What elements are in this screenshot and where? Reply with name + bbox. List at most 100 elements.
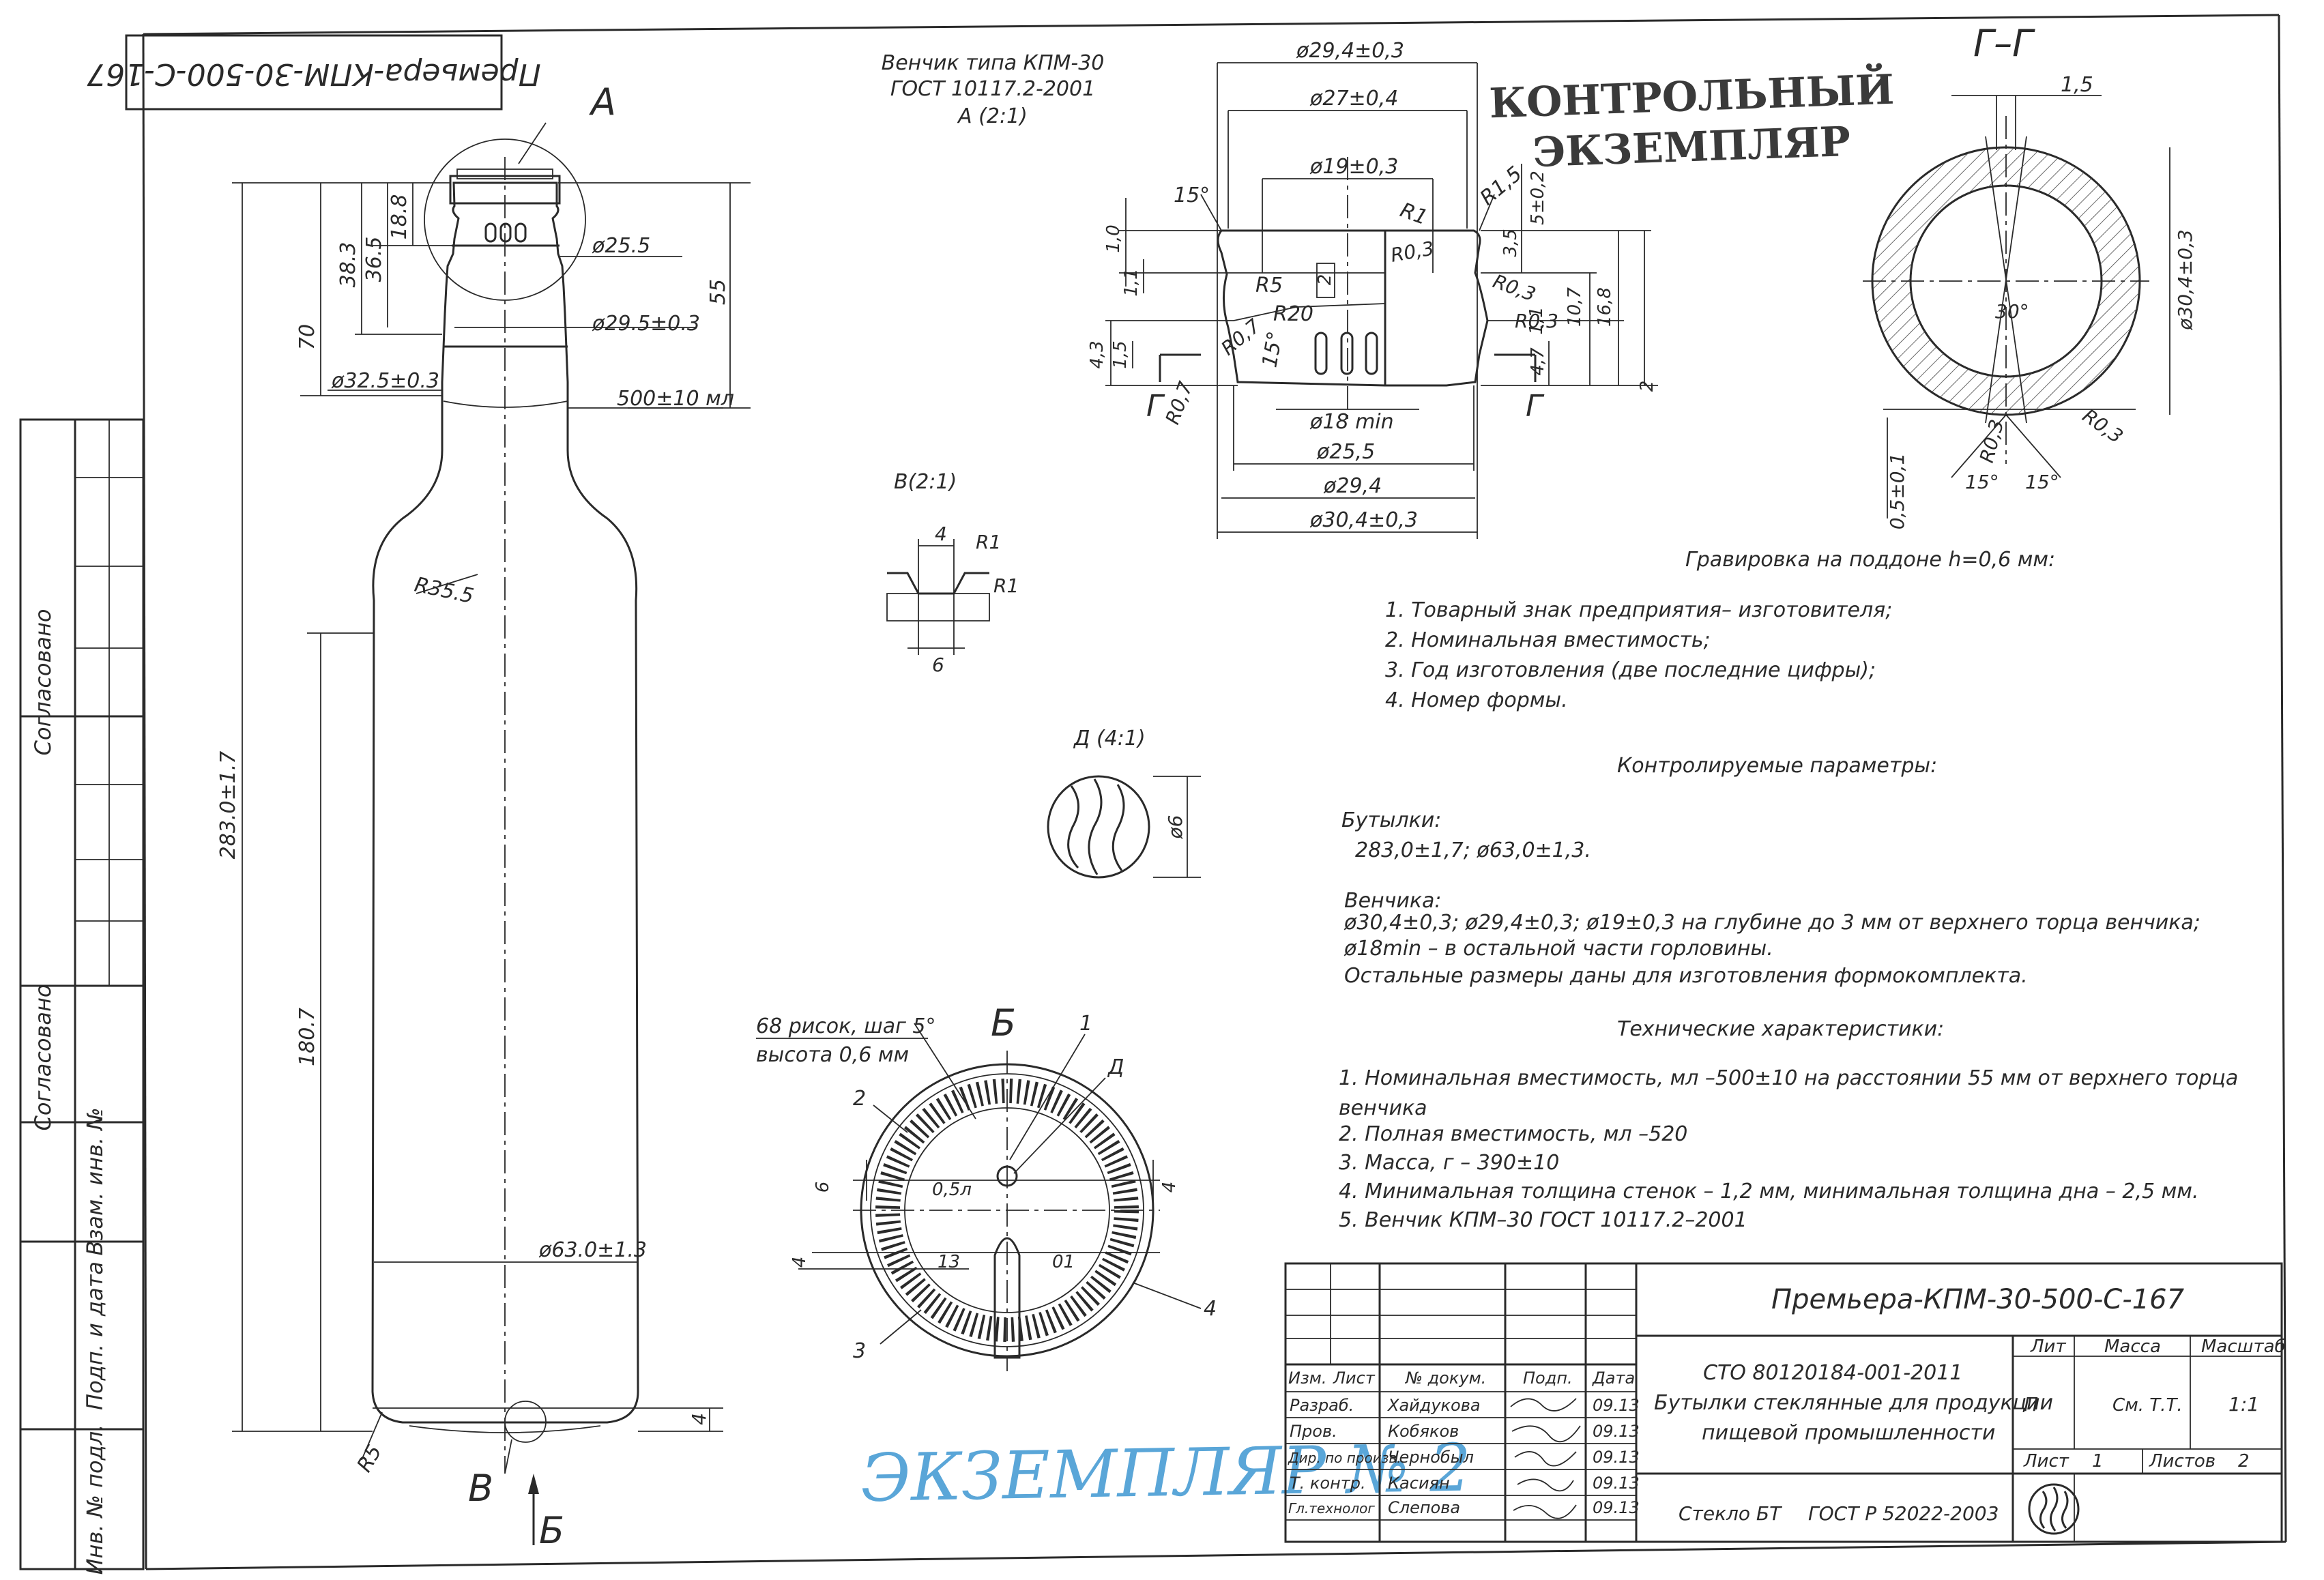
finish-h2b: 2	[1637, 381, 1657, 392]
finish-d27: ø27±0,4	[1309, 87, 1398, 111]
tb-head-izm: Изм.	[1288, 1369, 1326, 1388]
dim-r-base: R5	[353, 1441, 387, 1476]
finish-d18: ø18 min	[1309, 410, 1394, 434]
tb-name-3: Чернобыл	[1388, 1448, 1474, 1467]
inv-vzam-label: Взам. инв. №	[82, 1107, 108, 1255]
tb-product-1: Бутылки стеклянные для продукции	[1654, 1391, 2053, 1415]
dim-h-55: 55	[706, 279, 730, 305]
detail-d: Д (4:1) ø6	[1047, 727, 1201, 879]
base-callout-2: 2	[853, 1087, 866, 1111]
dim-h-body: 180.7	[295, 1008, 319, 1066]
g-w15: 1,5	[2061, 73, 2093, 97]
base-n01: 01	[1052, 1252, 1075, 1272]
detail-a-label: А	[589, 81, 616, 123]
tb-name-5: Слепова	[1388, 1498, 1460, 1517]
tb-head-podp: Подп.	[1523, 1369, 1573, 1388]
bottles-label: Бутылки:	[1341, 808, 1441, 832]
company-logo	[2028, 1483, 2080, 1535]
tb-designation: Премьера-КПМ-30-500-С-167	[1771, 1284, 2185, 1315]
tb-mass-label: Масса	[2104, 1336, 2161, 1357]
finish-r1-5: R1,5	[1476, 162, 1527, 210]
tb-product-2: пищевой промышленности	[1702, 1421, 1995, 1445]
inv-podl-label: Инв. № подл.	[82, 1424, 108, 1575]
finish-h2a: 2	[1315, 274, 1335, 286]
finish-d304: ø30,4±0,3	[1309, 508, 1418, 532]
finish-h107: 10,7	[1565, 287, 1585, 327]
tb-gost: ГОСТ Р 52022-2003	[1808, 1502, 1999, 1525]
bottle-view	[232, 122, 751, 1545]
dim-h-70: 70	[295, 324, 319, 350]
finish-d19: ø19±0,3	[1309, 155, 1398, 179]
engraving-1: 1. Товарный знак предприятия– изготовите…	[1385, 598, 1892, 622]
title-block: Изм. Лист № докум. Подп. Дата Разраб. Ха…	[1284, 1262, 2286, 1543]
g-h05: 0,5±0,1	[1886, 453, 1908, 530]
tb-date-4: 09.13	[1593, 1474, 1640, 1493]
base-callout-d: Д	[1107, 1055, 1124, 1079]
finish-title-1: Венчик типа КПМ-30	[882, 51, 1105, 75]
finish-r5: R5	[1255, 274, 1283, 297]
finish-h15: 1,5	[1110, 340, 1131, 368]
base-view: Б 68 рисок, шаг 5° высота 0,6 мм 1 2 3 4…	[756, 1001, 1217, 1371]
finish-d255: ø25,5	[1316, 440, 1375, 464]
base-h05: 0,5л	[932, 1180, 972, 1200]
tech-title: Технические характеристики:	[1617, 1017, 1944, 1041]
g-a15a: 15°	[1965, 471, 1999, 493]
agreed-label-1: Согласовано	[30, 609, 56, 756]
tech-5: 5. Венчик КПМ–30 ГОСТ 10117.2–2001	[1339, 1208, 1747, 1232]
finish-section-mark-right: Г	[1526, 389, 1545, 424]
base-d4b: 4	[789, 1257, 810, 1268]
agreed-label-2: Согласовано	[30, 984, 56, 1131]
tb-std: СТО 80120184-001-2011	[1703, 1361, 1962, 1385]
dim-h-18-8: 18.8	[388, 194, 411, 240]
tech-2: 2. Полная вместимость, мл –520	[1339, 1122, 1687, 1146]
detail-v-r1a: R1	[976, 531, 1001, 553]
tb-name-2: Кобяков	[1388, 1422, 1459, 1441]
tb-head-data: Дата	[1592, 1369, 1635, 1388]
bottles-values: 283,0±1,7; ø63,0±1,3.	[1355, 838, 1591, 862]
finish-angle-15a: 15°	[1174, 184, 1210, 207]
signatures	[1510, 1398, 1581, 1519]
detail-v-label: В	[468, 1467, 493, 1510]
bottle-labels: А В Б ø25.5 ø29.5±0.3 ø32.5±0.3 ø63.0±1.…	[216, 81, 734, 1552]
base-d6: 6	[813, 1182, 833, 1193]
finish-r1: R1	[1397, 199, 1430, 231]
finish-d294b: ø29,4	[1323, 474, 1382, 498]
tb-sheet-label: Лист	[2023, 1451, 2069, 1472]
finish-h11b: 1,1	[1526, 306, 1547, 334]
section-b-label: Б	[539, 1509, 564, 1552]
g-a30: 30°	[1995, 300, 2029, 323]
finish-section-mark-left: Г	[1146, 389, 1165, 424]
dim-volume: 500±10 мл	[617, 387, 734, 411]
finish-line-3: Остальные размеры даны для изготовления …	[1344, 964, 2028, 988]
detail-v-r1b: R1	[993, 574, 1019, 597]
tb-lit: П	[2024, 1393, 2038, 1416]
detail-v-w6: 6	[932, 654, 944, 676]
g-a15b: 15°	[2025, 471, 2059, 493]
tb-mass: См. Т.Т.	[2112, 1395, 2183, 1416]
tb-date-1: 09.13	[1593, 1396, 1640, 1415]
left-strip: Согласовано Согласовано Взам. инв. № Под…	[19, 418, 145, 1575]
base-callout-1: 1	[1079, 1012, 1092, 1036]
sheet-frame	[142, 14, 2287, 1570]
finish-h43: 4,3	[1087, 340, 1107, 368]
rotated-title-box: Премьера-КПМ-30-500-С-167	[87, 34, 541, 111]
detail-v-circle	[504, 1401, 547, 1443]
tech-1b: венчика	[1339, 1096, 1427, 1120]
tb-role-4: Т. контр.	[1290, 1474, 1366, 1493]
detail-d-d6: ø6	[1164, 815, 1187, 840]
detail-d-circle	[1047, 775, 1150, 879]
section-g: Г–Г 1,5 ø30,4±0,3 0,5±0,1 30° R0,3 R0,3 …	[1863, 22, 2196, 529]
rotated-title: Премьера-КПМ-30-500-С-167	[87, 57, 541, 91]
finish-r20: R20	[1273, 302, 1313, 326]
finish-h5: 5±0,2	[1528, 171, 1548, 225]
finish-h11a: 1,1	[1121, 268, 1142, 296]
detail-v: В(2:1) 4 6 R1 R1	[886, 470, 1019, 676]
tb-date-5: 09.13	[1593, 1498, 1640, 1517]
finish-title-2: ГОСТ 10117.2-2001	[890, 77, 1095, 101]
base-title: Б	[991, 1001, 1016, 1044]
notes: Гравировка на поддоне h=0,6 мм: 1. Товар…	[1339, 548, 2238, 1232]
tb-sheets: 2	[2238, 1451, 2250, 1472]
sign-date-label: Подп. и дата	[82, 1261, 108, 1410]
tech-3: 3. Масса, г – 390±10	[1339, 1151, 1559, 1175]
